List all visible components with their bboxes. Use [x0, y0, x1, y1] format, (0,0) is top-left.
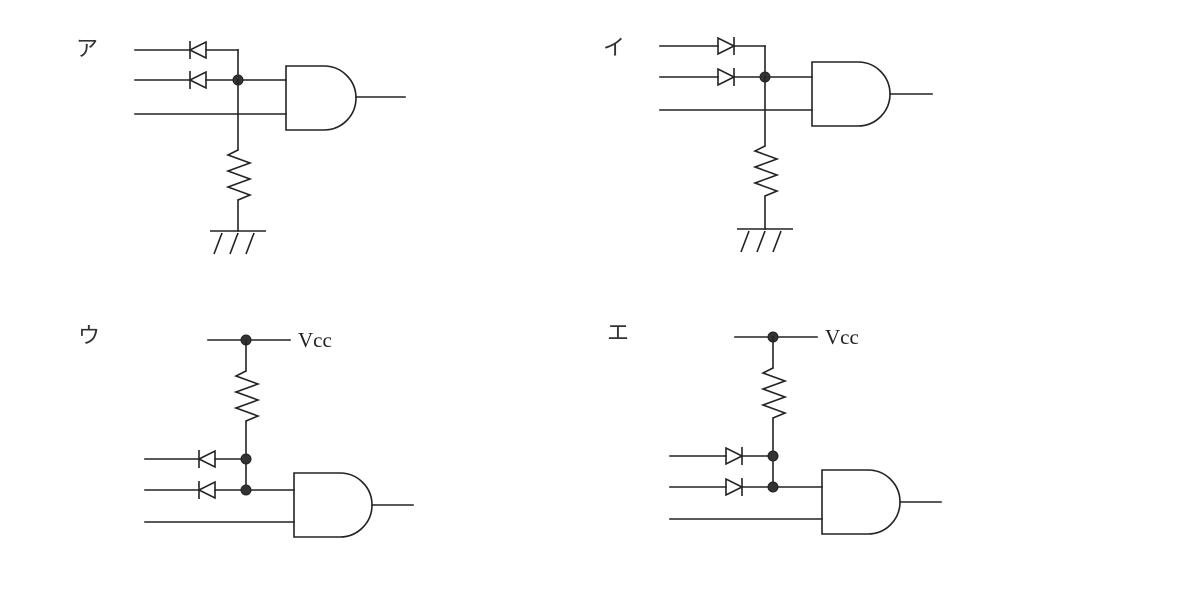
- resistor: [752, 145, 780, 197]
- and-gate: [821, 469, 901, 535]
- and-gate: [293, 472, 373, 538]
- and-gate: [285, 65, 357, 131]
- diode-2: [188, 70, 207, 90]
- junction-node-1: [240, 453, 252, 465]
- resistor: [233, 370, 261, 422]
- junction-node-2: [240, 484, 252, 496]
- diode-1: [197, 449, 216, 469]
- diode-1: [725, 446, 744, 466]
- diode-1: [188, 40, 207, 60]
- ground-symbol: [210, 230, 266, 255]
- and-gate: [811, 61, 891, 127]
- panel-a: ア: [76, 37, 406, 255]
- panel-u: ウ Vcc: [78, 324, 414, 538]
- panel-e-label: エ: [607, 321, 629, 346]
- junction-node-1: [767, 450, 779, 462]
- resistor: [760, 367, 788, 419]
- ground-symbol: [737, 228, 793, 253]
- vcc-label: Vcc: [298, 328, 332, 352]
- diode-2: [717, 67, 736, 87]
- panel-i-label: イ: [603, 36, 625, 61]
- panel-a-label: ア: [76, 37, 98, 62]
- junction-node-2: [767, 481, 779, 493]
- resistor: [225, 149, 253, 201]
- vcc-label: Vcc: [825, 325, 859, 349]
- diode-1: [717, 36, 736, 56]
- diode-2: [197, 480, 216, 500]
- diode-2: [725, 477, 744, 497]
- input-wire-1: [659, 45, 766, 78]
- panel-e: エ Vcc: [607, 321, 942, 535]
- panel-u-label: ウ: [78, 324, 100, 349]
- panel-i: イ: [603, 36, 933, 253]
- input-wire-1: [134, 49, 239, 81]
